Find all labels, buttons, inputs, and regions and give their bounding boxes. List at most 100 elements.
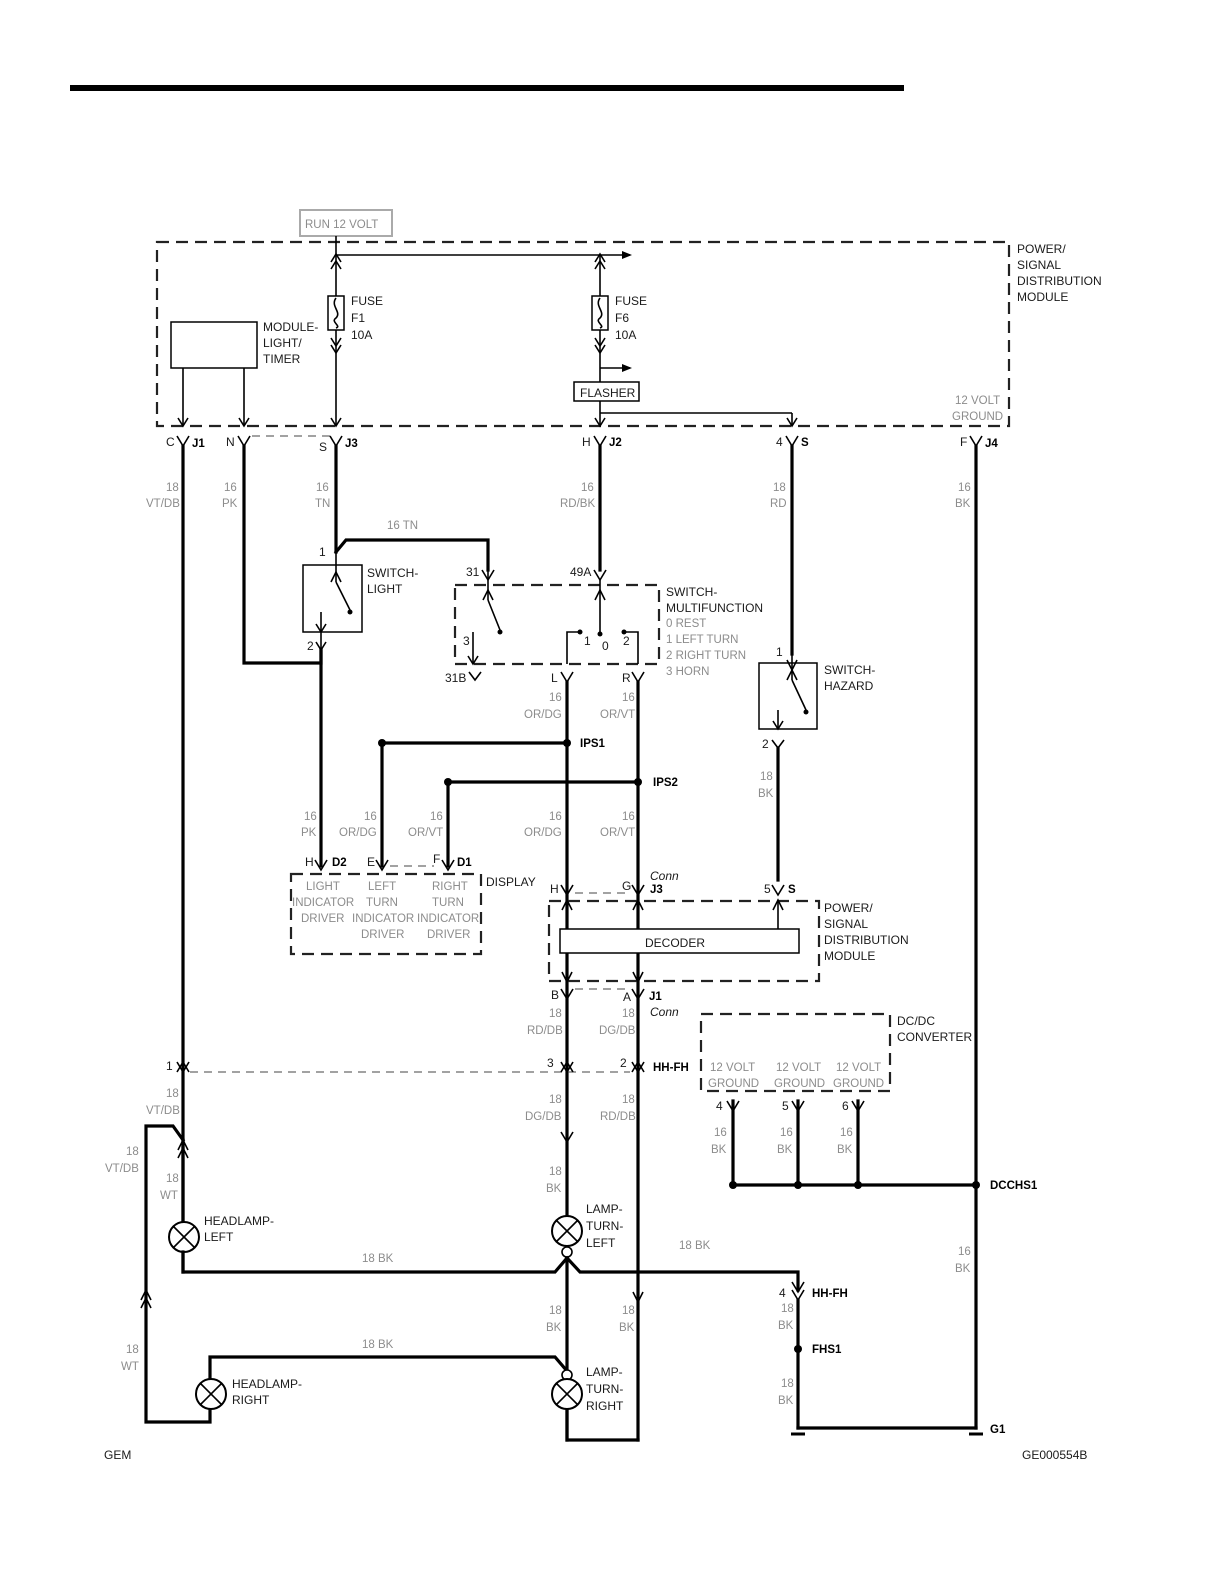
diagram-label: 16 <box>958 1246 971 1258</box>
decoder-label: DECODER <box>645 936 705 950</box>
diagram-label: INDICATOR <box>417 913 479 925</box>
diagram-label: S <box>319 440 327 454</box>
diagram-label: DISPLAY <box>486 875 536 889</box>
diagram-label: E <box>367 855 375 869</box>
diagram-label: LEFT <box>368 881 396 893</box>
diagram-label: SIGNAL <box>1017 258 1061 272</box>
diagram-label: D1 <box>457 857 472 869</box>
diagram-label: 12 VOLT <box>710 1062 755 1074</box>
diagram-label: BK <box>619 1322 635 1334</box>
diagram-label: LEFT <box>586 1236 616 1250</box>
diagram-label: HH-FH <box>812 1288 848 1300</box>
diagram-label: B <box>551 988 559 1002</box>
diagram-label: TN <box>315 498 330 510</box>
diagram-label: OR/DG <box>524 827 562 839</box>
diagram-label: 4 <box>779 1286 786 1300</box>
diagram-label: 18 <box>166 482 179 494</box>
diagram-label: 16 <box>622 811 635 823</box>
diagram-label: F <box>433 852 440 866</box>
pdm-top-pins: C J1 N S J3 H J2 4 S F J4 <box>166 435 998 454</box>
diagram-label: H <box>550 882 559 896</box>
diagram-label: MULTIFUNCTION <box>666 601 763 615</box>
module-light-timer: MODULE- LIGHT/ TIMER <box>170 320 318 428</box>
diagram-label: VT/DB <box>146 1105 180 1117</box>
diagram-label: MODULE <box>824 949 875 963</box>
diagram-label: 31 <box>466 565 480 579</box>
diagram-label: RD/DB <box>527 1025 563 1037</box>
switch-multifunction: SWITCH- MULTIFUNCTION 0 REST 1 LEFT TURN… <box>445 565 763 721</box>
diagram-label: OR/DG <box>524 709 562 721</box>
diagram-label: J1 <box>649 991 662 1003</box>
diagram-label: 10A <box>351 328 372 342</box>
diagram-label: 0 REST <box>666 618 706 630</box>
diagram-label: CONVERTER <box>897 1030 972 1044</box>
switch-light: SWITCH- LIGHT 1 2 <box>302 545 418 653</box>
splice-dcchs1: DCCHS1 <box>990 1180 1038 1192</box>
diagram-label: BK <box>955 498 971 510</box>
diagram-label: BK <box>758 788 774 800</box>
pdm-top-title: POWER/ SIGNAL DISTRIBUTION MODULE <box>1017 242 1102 304</box>
diagram-label: BK <box>546 1183 562 1195</box>
diagram-label: WT <box>121 1361 139 1373</box>
pdm-wire-labels: 18 VT/DB 16 PK 16 TN 16 RD/BK 18 RD 16 B… <box>146 482 971 510</box>
diagram-label: RIGHT <box>432 881 468 893</box>
diagram-label: 18 BK <box>362 1339 394 1351</box>
pdm-lower: DECODER POWER/ SIGNAL DISTRIBUTION MODUL… <box>527 869 909 1037</box>
splice-ips1: IPS1 <box>580 738 606 750</box>
diagram-label: 4 <box>716 1099 723 1113</box>
diagram-label: RD/DB <box>600 1111 636 1123</box>
diagram-label: S <box>788 884 796 896</box>
diagram-label: J1 <box>192 438 205 450</box>
diagram-label: S <box>801 437 809 449</box>
footer-right: GE000554B <box>1022 1448 1087 1462</box>
diagram-label: LIGHT <box>306 881 340 893</box>
diagram-label: OR/VT <box>408 827 443 839</box>
run-12-volt-source: RUN 12 VOLT <box>299 209 393 237</box>
diagram-label: GROUND <box>952 411 1003 423</box>
diagram-label: 18 <box>549 1305 562 1317</box>
diagram-label: SIGNAL <box>824 917 868 931</box>
diagram-label: 12 VOLT <box>776 1062 821 1074</box>
diagram-label: 18 <box>760 771 773 783</box>
diagram-label: BK <box>777 1144 793 1156</box>
flasher: FLASHER <box>573 381 798 428</box>
diagram-label: 12 VOLT <box>836 1062 881 1074</box>
diagram-label: GROUND <box>833 1078 884 1090</box>
pdm-ground-label: 12 VOLT GROUND <box>952 395 1003 423</box>
diagram-label: 16 <box>958 482 971 494</box>
diagram-label: 16 <box>714 1127 727 1139</box>
diagram-label: FUSE <box>615 294 647 308</box>
diagram-label: LEFT <box>204 1230 234 1244</box>
diagram-label: 16 <box>304 811 317 823</box>
diagram-label: SWITCH- <box>666 585 717 599</box>
hhfh-connector: 1 3 2 HH-FH 18 VT/DB 18 DG/DB 18 RD/DB <box>146 1056 689 1144</box>
main-wires <box>181 444 978 1430</box>
diagram-label: BK <box>711 1144 727 1156</box>
diagram-label: POWER/ <box>824 901 873 915</box>
diagram-label: A <box>623 990 631 1004</box>
diagram-label: 2 <box>623 634 630 648</box>
diagram-label: VT/DB <box>146 498 180 510</box>
diagram-label: 18 <box>773 482 786 494</box>
diagram-label: TURN <box>366 897 398 909</box>
diagram-label: TURN <box>432 897 464 909</box>
diagram-label: 18 <box>622 1305 635 1317</box>
diagram-label: MODULE- <box>263 320 318 334</box>
diagram-label: 16 <box>549 692 562 704</box>
diagram-label: DG/DB <box>599 1025 636 1037</box>
diagram-label: 1 LEFT TURN <box>666 634 738 646</box>
diagram-label: 16 <box>780 1127 793 1139</box>
ground-g1: G1 <box>990 1424 1006 1436</box>
diagram-label: DRIVER <box>301 913 344 925</box>
diagram-label: 16 <box>224 482 237 494</box>
diagram-label: 1 <box>166 1059 173 1073</box>
diagram-label: F1 <box>351 311 365 325</box>
diagram-label: FUSE <box>351 294 383 308</box>
diagram-label: TIMER <box>263 352 301 366</box>
diagram-label: G <box>622 879 631 893</box>
splice-ips2: IPS2 <box>653 777 678 789</box>
turn-lamp-right-label: LAMP- <box>586 1365 623 1379</box>
diagram-label: 18 <box>622 1094 635 1106</box>
diagram-label: BK <box>778 1320 794 1332</box>
